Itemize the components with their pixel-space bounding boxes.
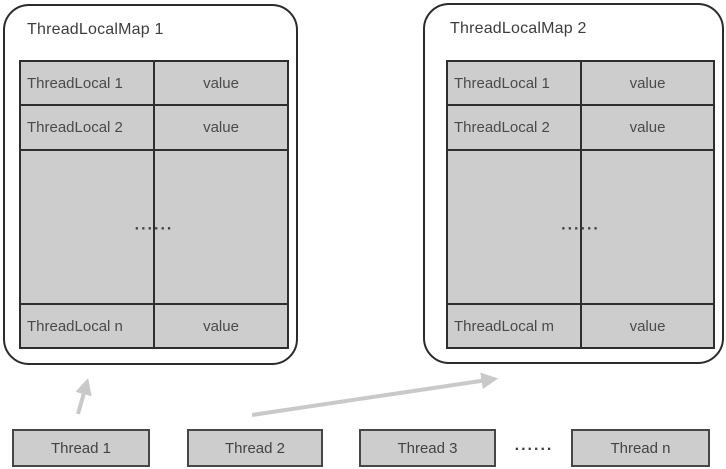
value-cell: value bbox=[629, 119, 666, 136]
value-cell: value bbox=[629, 74, 666, 92]
value-cell: value bbox=[203, 74, 239, 92]
threadlocal-key-cell: ThreadLocal 1 bbox=[448, 62, 582, 104]
thread-row-ellipsis: ...... bbox=[514, 437, 554, 454]
threadlocal-key-cell: ThreadLocal 2 bbox=[448, 106, 582, 149]
threadlocalmap-2-box: ThreadLocalMap 2 ThreadLocal 1 value Thr… bbox=[423, 3, 724, 364]
threadlocal-key-cell: ThreadLocal 2 bbox=[21, 106, 155, 149]
threadlocal-key-cell: ThreadLocal m bbox=[448, 305, 582, 347]
ellipsis-text: ...... bbox=[134, 216, 174, 234]
table-row: ThreadLocal 2 value bbox=[21, 106, 287, 151]
table-row: ThreadLocal 2 value bbox=[448, 106, 713, 151]
threadlocalmap-1-box: ThreadLocalMap 1 ThreadLocal 1 value Thr… bbox=[3, 4, 298, 365]
arrow-thread1-to-map1 bbox=[75, 377, 92, 415]
threadlocalmap-1-table: ThreadLocal 1 value ThreadLocal 2 value … bbox=[19, 60, 289, 349]
threadlocal-key-cell: ThreadLocal 1 bbox=[21, 62, 155, 104]
value-cell: value bbox=[203, 317, 239, 335]
table-row: ThreadLocal m value bbox=[448, 305, 713, 347]
threadlocal-key-cell bbox=[448, 151, 582, 303]
value-cell: value bbox=[629, 317, 666, 335]
table-row-ellipsis: ...... bbox=[21, 151, 287, 305]
threadlocalmap-2-title: ThreadLocalMap 2 bbox=[450, 20, 587, 37]
table-row-ellipsis: ...... bbox=[448, 151, 713, 305]
threadlocalmap-1-title: ThreadLocalMap 1 bbox=[27, 21, 164, 38]
thread-1-box: Thread 1 bbox=[12, 429, 150, 467]
table-row: ThreadLocal n value bbox=[21, 305, 287, 347]
value-cell: value bbox=[203, 119, 239, 136]
table-row: ThreadLocal 1 value bbox=[21, 62, 287, 106]
arrow-thread2-to-map2 bbox=[251, 372, 499, 417]
ellipsis-text: ...... bbox=[561, 216, 600, 234]
threadlocal-key-cell: ThreadLocal n bbox=[21, 305, 155, 347]
threadlocal-key-cell bbox=[21, 151, 155, 303]
table-row: ThreadLocal 1 value bbox=[448, 62, 713, 106]
thread-2-box: Thread 2 bbox=[187, 429, 323, 467]
thread-n-box: Thread n bbox=[571, 429, 710, 467]
thread-3-box: Thread 3 bbox=[359, 429, 496, 467]
threadlocalmap-2-table: ThreadLocal 1 value ThreadLocal 2 value … bbox=[446, 60, 715, 349]
